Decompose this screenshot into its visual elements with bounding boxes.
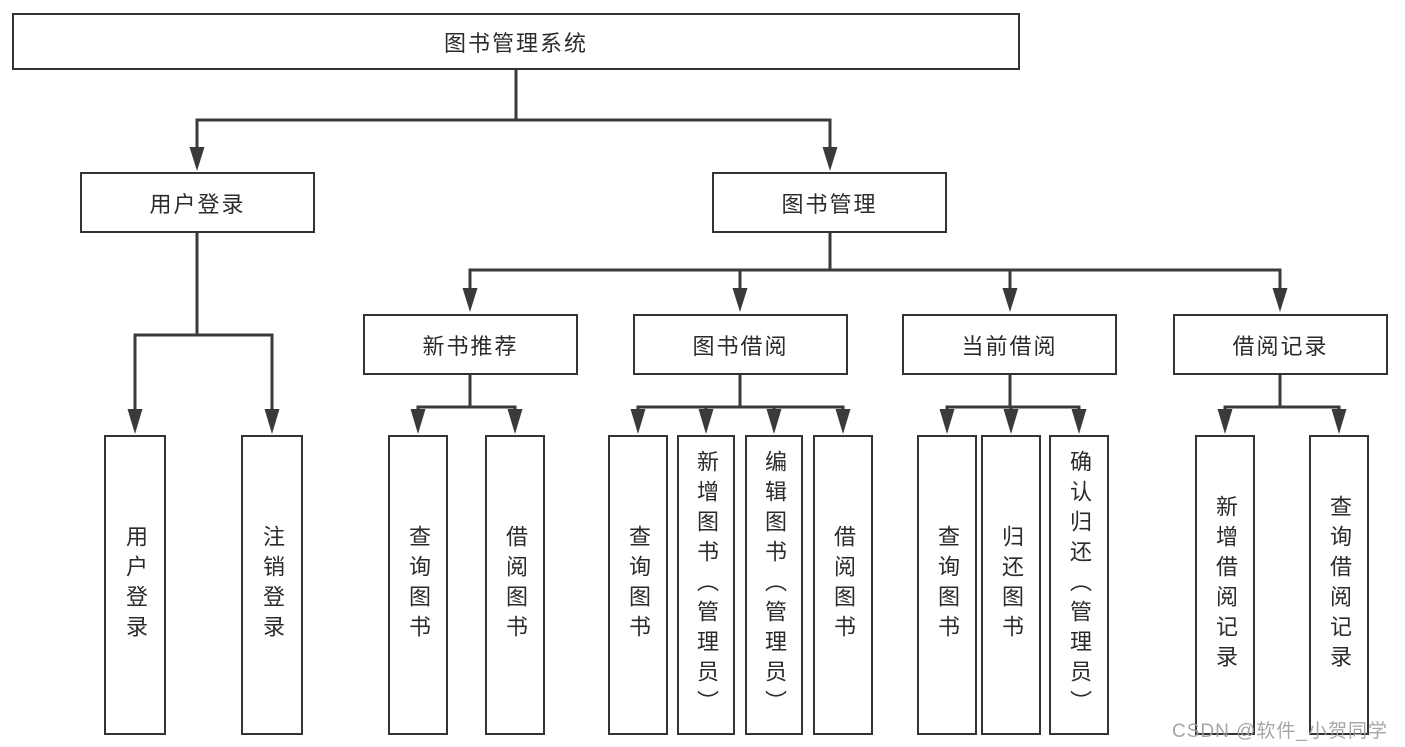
leaf-query-books-current: 查询图书 <box>917 435 977 735</box>
leaf-logout: 注销登录 <box>241 435 303 735</box>
leaf-query-borrow-record: 查询借阅记录 <box>1309 435 1369 735</box>
node-root-system: 图书管理系统 <box>12 13 1020 70</box>
leaf-edit-books-admin: 编辑图书（管理员） <box>745 435 803 735</box>
leaf-user-login: 用户登录 <box>104 435 166 735</box>
leaf-add-borrow-record: 新增借阅记录 <box>1195 435 1255 735</box>
csdn-watermark: CSDN @软件_小贺同学 <box>1172 721 1388 742</box>
node-new-book-recommend: 新书推荐 <box>363 314 578 375</box>
leaf-query-books-recommend: 查询图书 <box>388 435 448 735</box>
node-borrowing-records: 借阅记录 <box>1173 314 1388 375</box>
leaf-add-books-admin: 新增图书（管理员） <box>677 435 735 735</box>
node-book-borrowing: 图书借阅 <box>633 314 848 375</box>
node-book-management: 图书管理 <box>712 172 947 233</box>
leaf-borrow-books-recommend: 借阅图书 <box>485 435 545 735</box>
leaf-query-books-borrowing: 查询图书 <box>608 435 668 735</box>
leaf-confirm-return-admin: 确认归还（管理员） <box>1049 435 1109 735</box>
leaf-return-books: 归还图书 <box>981 435 1041 735</box>
leaf-borrow-books: 借阅图书 <box>813 435 873 735</box>
node-user-login: 用户登录 <box>80 172 315 233</box>
node-current-borrowing: 当前借阅 <box>902 314 1117 375</box>
